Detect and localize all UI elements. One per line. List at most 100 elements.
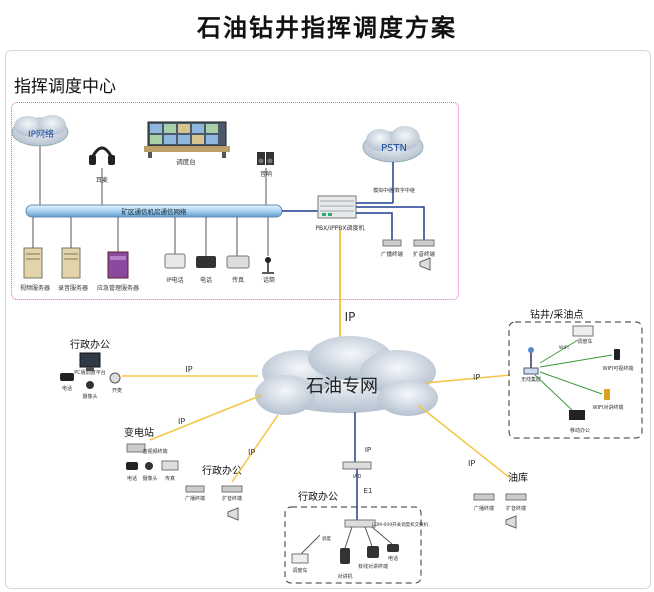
admin1-camera: 摄像头 <box>82 393 97 400</box>
admin3-talk: 有线对讲终端 <box>358 563 388 570</box>
admin1-heading: 行政办公 <box>70 338 110 351</box>
admin3-car: 调度车 <box>292 567 307 574</box>
admin3-dispatch-icon <box>340 548 350 564</box>
pbx-label: PBX/IPPBX调度机 <box>315 224 364 232</box>
oil-loudspeaker-icon <box>505 515 517 529</box>
wifi-talk-icon <box>604 389 610 400</box>
admin3-heading: 行政办公 <box>298 490 338 503</box>
link-ip-main: IP <box>345 310 356 324</box>
substation-heading: 变电站 <box>124 426 154 439</box>
radio-base-icon <box>523 347 539 375</box>
center-box <box>11 102 459 300</box>
admin1-phone-icon <box>60 373 74 381</box>
dispatch-console-icon <box>144 121 230 158</box>
admin3-car-icon <box>291 553 309 564</box>
page-title: 石油钻井指挥调度方案 <box>197 13 457 42</box>
ip-phone-icon <box>164 253 186 269</box>
oil-depot-heading: 油库 <box>508 471 528 484</box>
admin1-camera-icon <box>86 381 94 389</box>
oil-expand: 扩音终端 <box>506 505 526 512</box>
admin2-heading: 行政办公 <box>202 464 242 477</box>
switch-icon <box>344 519 376 528</box>
admin2-expand: 扩音终端 <box>222 495 242 502</box>
device-label-2: 传真 <box>232 276 244 284</box>
pbx-icon <box>317 195 357 219</box>
substation-phone: 电话 <box>127 475 137 482</box>
drill-box <box>508 321 643 439</box>
headset-icon <box>89 146 115 165</box>
recording-server-icon <box>61 247 81 279</box>
center-expand-label: 扩音终端 <box>413 250 436 258</box>
substation-fax-icon <box>161 460 179 471</box>
admin2-broadcast-icon <box>185 485 205 493</box>
iad-icon <box>342 461 372 470</box>
admin1-speaker-icon <box>109 372 121 384</box>
drill-heading: 钻井/采油点 <box>530 308 583 321</box>
drill-car-icon <box>572 325 594 337</box>
substation-phone-icon <box>126 462 138 470</box>
video-server-icon <box>23 247 43 279</box>
admin3-phone-icon <box>387 544 399 552</box>
console-label: 调度台 <box>176 157 196 166</box>
admin1-platform: PC版调度平台 <box>74 369 106 376</box>
link-ip-center-down: IP <box>365 446 371 454</box>
drill-link <box>424 374 511 384</box>
oil-broadcast-icon <box>473 493 495 501</box>
substation-camera: 摄像头 <box>142 475 157 482</box>
drill-wifi-talk: WIFI对讲终端 <box>593 404 624 411</box>
communication-bus: 矿区通信机房通信网络 <box>25 204 283 218</box>
expand-terminal-icon <box>413 239 435 247</box>
server-label-2: 应急管理服务器 <box>97 284 139 292</box>
link-ip-admin2: IP <box>248 448 255 457</box>
trunk-label: 模拟中继/数字中继 <box>373 187 415 194</box>
diagram-frame <box>5 50 651 589</box>
ip-network-label: IP网络 <box>28 128 54 140</box>
fax-icon <box>226 255 250 269</box>
link-e1: E1 <box>364 487 373 495</box>
link-ip-substation: IP <box>178 417 185 426</box>
admin2-expand-icon <box>221 485 243 493</box>
admin3-small: 调度 <box>322 535 331 542</box>
device-label-0: IP电话 <box>166 276 183 284</box>
switch-label: LDM-009开关调度机交换机 <box>372 521 429 528</box>
admin1-phone: 电话 <box>62 385 72 392</box>
broadcast-terminal-icon <box>382 239 402 247</box>
drill-wifi-label: WIFI <box>559 345 569 351</box>
cloud-label: 石油专网 <box>306 376 378 397</box>
oil-depot-link <box>417 404 511 479</box>
microphone-icon <box>262 257 274 274</box>
admin3-talk-icon <box>367 546 379 558</box>
admin1-speaker: 开麦 <box>112 387 122 394</box>
drill-wifi-phone: WIFI可视终端 <box>603 365 634 372</box>
substation-link <box>149 394 263 441</box>
admin3-dispatch: 对讲机 <box>337 573 352 580</box>
link-ip-oil: IP <box>468 459 475 468</box>
phone-icon <box>196 256 216 268</box>
pstn-label: PSTN <box>381 143 407 154</box>
server-label-1: 录音服务器 <box>58 284 88 292</box>
speaker-icon <box>257 152 274 165</box>
emergency-server-icon <box>107 251 129 279</box>
admin1-group <box>60 352 121 389</box>
substation-fax: 传真 <box>165 475 175 482</box>
oil-broadcast: 广播终端 <box>474 505 494 512</box>
substation-terminal: 音视频终端 <box>142 448 167 455</box>
drill-base: 无线集群 <box>521 376 541 383</box>
wifi-phone-icon <box>614 349 620 360</box>
device-label-1: 电话 <box>200 276 212 284</box>
server-label-0: 视频服务器 <box>20 284 50 292</box>
admin2-loudspeaker-icon <box>227 507 239 521</box>
laptop-icon <box>569 410 585 420</box>
bus-label: 矿区通信机房通信网络 <box>122 207 188 216</box>
loudspeaker-icon <box>419 257 431 271</box>
link-ip-right: IP <box>473 373 480 382</box>
admin2-link <box>231 414 279 483</box>
admin2-broadcast: 广播终端 <box>185 495 205 502</box>
pstn-cloud: PSTN <box>362 126 424 163</box>
oil-private-network-cloud: 石油专网 <box>255 336 438 416</box>
ip-network-cloud: IP网络 <box>11 115 69 147</box>
substation-camera-icon <box>145 462 153 470</box>
link-ip-left: IP <box>185 365 192 374</box>
device-label-3: 话筒 <box>263 276 275 284</box>
